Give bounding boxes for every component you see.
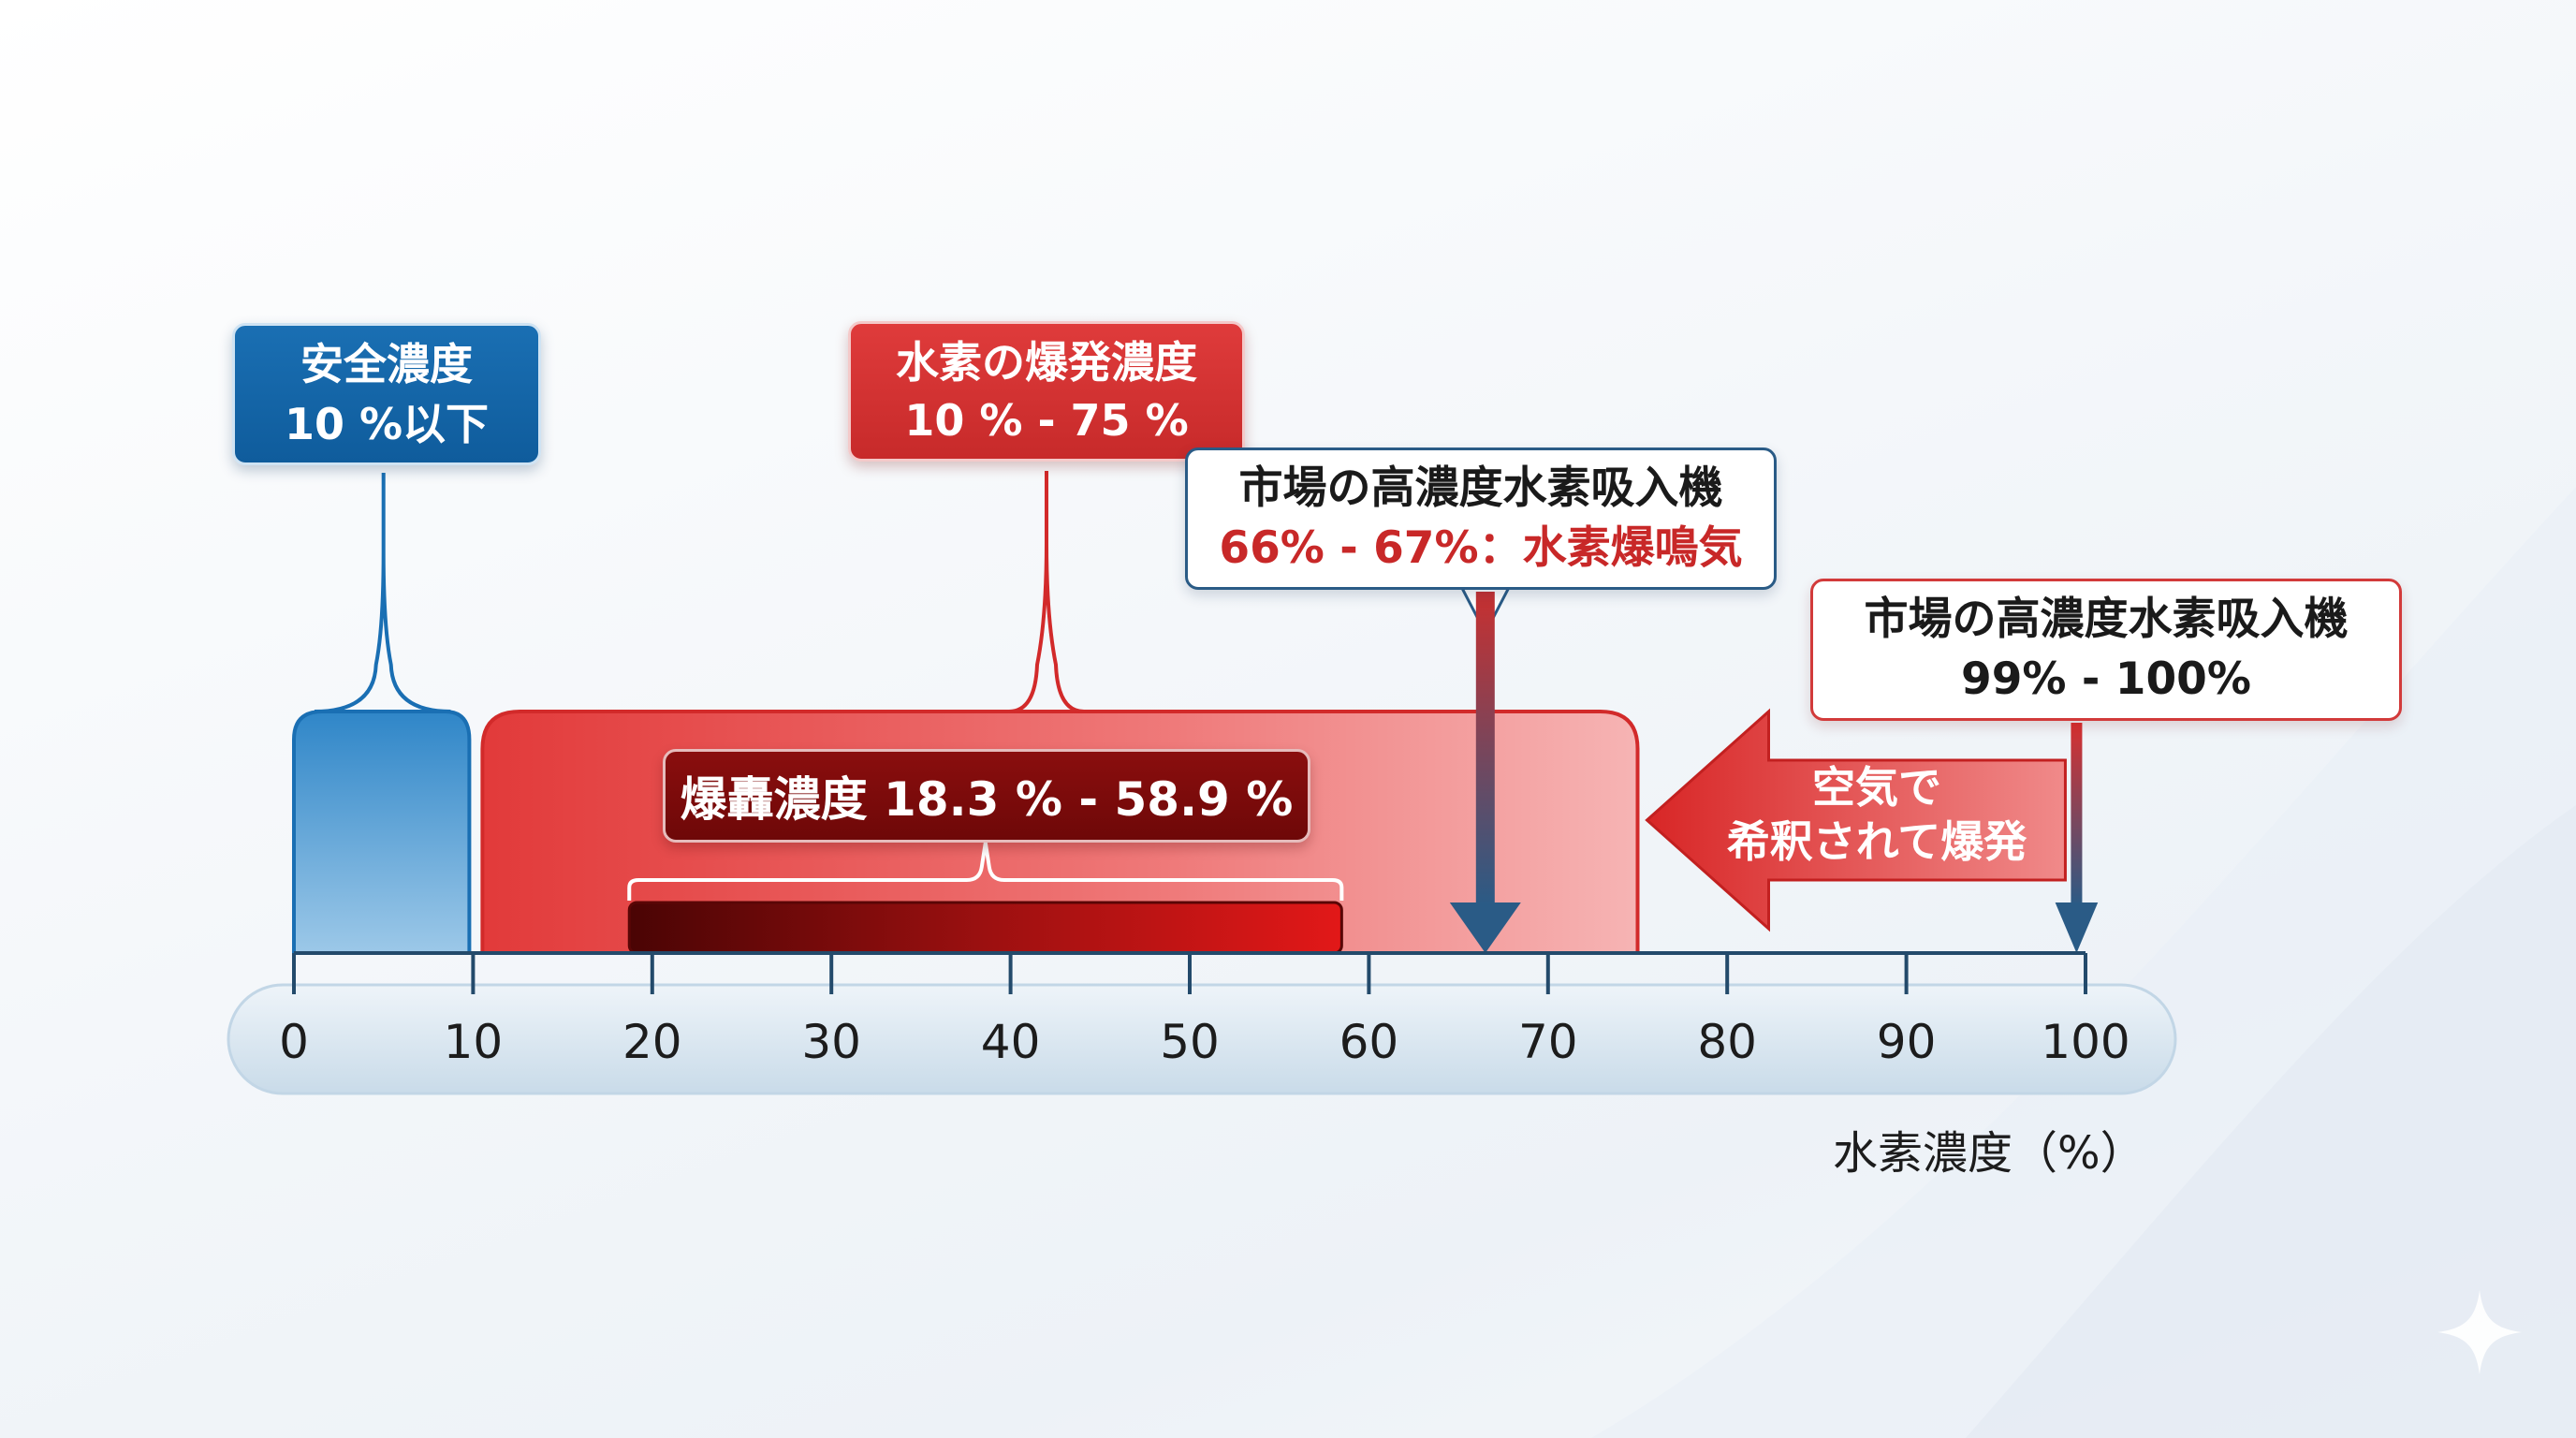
- dilution-line-2: 希釈されて爆発: [1726, 816, 2027, 867]
- axis-tick-label: 60: [1339, 1015, 1399, 1069]
- axis-tick-label: 90: [1876, 1015, 1937, 1069]
- axis-tick-label: 20: [622, 1015, 682, 1069]
- axis-tick-label: 30: [801, 1015, 861, 1069]
- market-high-label: 市場の高濃度水素吸入機 66% - 67%：水素爆鳴気: [1185, 448, 1777, 590]
- explosive-title: 水素の爆発濃度: [896, 337, 1197, 388]
- explosive-concentration-label: 水素の爆発濃度 10 % - 75 %: [848, 321, 1245, 462]
- axis-tick-label: 70: [1517, 1015, 1578, 1069]
- marker-shaft: [2071, 723, 2083, 906]
- explosive-range: 10 % - 75 %: [904, 395, 1189, 446]
- dilution-text: 空気で 希釈されて爆発: [1704, 760, 2050, 869]
- detonation-brace: [627, 842, 1344, 901]
- market-high-range: 66% - 67%：水素爆鳴気: [1219, 522, 1743, 574]
- explosive-label-connector: [1008, 471, 1085, 713]
- detonation-text: 爆轟濃度 18.3 % - 58.9 %: [680, 772, 1294, 827]
- axis-tick-label: 0: [279, 1015, 309, 1069]
- axis-title: 水素濃度（%）: [1833, 1127, 2145, 1180]
- axis-tick-label: 50: [1160, 1015, 1220, 1069]
- safe-label-connector: [314, 473, 451, 713]
- axis-tick-label: 80: [1697, 1015, 1757, 1069]
- marker-arrowhead: [2055, 902, 2099, 953]
- marker-shaft: [1475, 592, 1495, 906]
- safe-range: 10 %以下: [284, 399, 490, 449]
- safe-title: 安全濃度: [300, 339, 473, 389]
- axis-tick-label: 40: [980, 1015, 1041, 1069]
- safe-range-band: [292, 710, 472, 955]
- safe-concentration-label: 安全濃度 10 %以下: [232, 323, 541, 465]
- sparkle-icon: [2437, 1290, 2522, 1374]
- dilution-line-1: 空気で: [1812, 762, 1941, 813]
- axis-tick-label: 100: [2041, 1015, 2130, 1069]
- axis-tick-label: 10: [443, 1015, 504, 1069]
- dilution-arrow: [1645, 708, 2067, 932]
- market-pure-title: 市場の高濃度水素吸入機: [1864, 594, 2349, 645]
- market-pure-range: 99% - 100%: [1961, 653, 2251, 705]
- marker-arrowhead: [1449, 902, 1521, 953]
- market-pure-marker: [2055, 723, 2099, 953]
- detonation-range-bar: [627, 901, 1343, 955]
- market-pure-label: 市場の高濃度水素吸入機 99% - 100%: [1810, 579, 2402, 721]
- market-high-title: 市場の高濃度水素吸入機: [1238, 462, 1723, 514]
- axis-ticks: [292, 951, 2087, 994]
- detonation-label: 爆轟濃度 18.3 % - 58.9 %: [663, 749, 1310, 843]
- axis-bar: [227, 983, 2177, 1095]
